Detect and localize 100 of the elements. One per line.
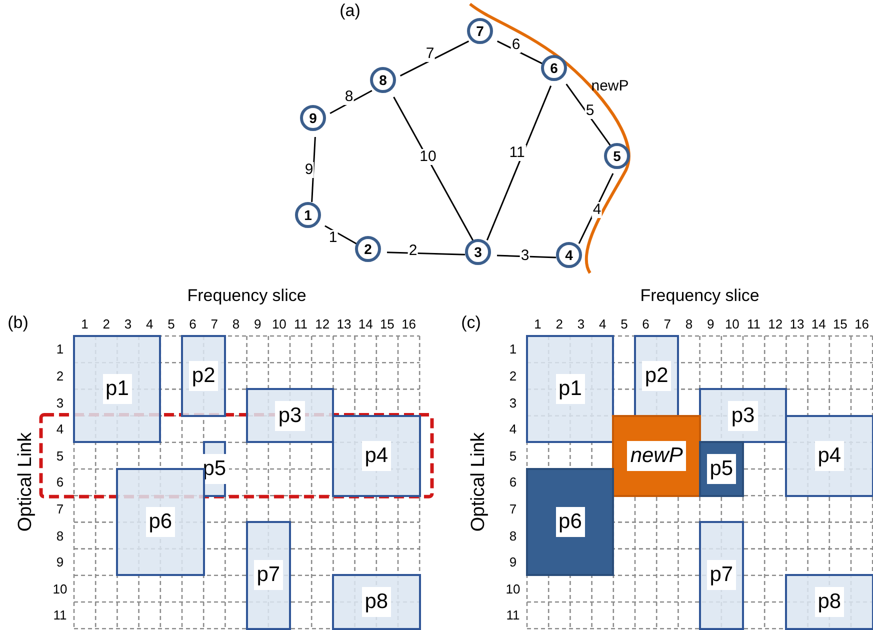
network-node: 6 <box>541 55 567 81</box>
column-number: 3 <box>577 316 585 332</box>
new-path-block <box>612 414 701 497</box>
column-number: 6 <box>642 316 650 332</box>
edge-label: 10 <box>418 149 438 165</box>
block-label: newP <box>627 440 686 471</box>
link-line <box>393 96 474 242</box>
block-label: p5 <box>706 454 736 484</box>
link-line <box>566 84 612 146</box>
block-label: p8 <box>362 586 392 617</box>
column-number: 11 <box>294 316 308 332</box>
block-label: p2 <box>188 360 218 391</box>
block-label: p3 <box>275 400 305 431</box>
block-label: p2 <box>642 360 672 391</box>
column-number: 9 <box>706 316 714 332</box>
allocated-block <box>526 468 614 576</box>
column-number: 11 <box>747 316 761 332</box>
link-line <box>311 136 316 202</box>
column-number: 10 <box>272 316 286 332</box>
column-number: 5 <box>168 316 175 332</box>
block-label: p4 <box>814 440 844 471</box>
allocated-block <box>116 468 205 576</box>
column-number: 12 <box>315 316 330 332</box>
edge-label: 8 <box>344 89 354 105</box>
column-number: 14 <box>811 316 826 332</box>
block-label: p4 <box>362 440 392 471</box>
column-number: 13 <box>336 316 352 332</box>
row-number: 10 <box>506 581 520 596</box>
axis-title: Optical Link <box>468 432 490 532</box>
allocated-block <box>246 521 291 630</box>
network-node: 8 <box>370 67 396 93</box>
edge-label: 6 <box>510 37 522 53</box>
block-label: p6 <box>146 507 176 538</box>
allocated-block <box>785 414 873 497</box>
column-number: 16 <box>854 316 870 332</box>
link-line <box>496 254 556 258</box>
column-number: 10 <box>724 316 740 332</box>
panel-label: (a) <box>340 1 360 21</box>
row-number: 5 <box>56 448 64 464</box>
row-number: 9 <box>509 554 517 570</box>
allocated-block <box>698 521 744 630</box>
allocated-block <box>332 574 421 630</box>
row-number: 4 <box>509 422 517 437</box>
network-node: 3 <box>465 239 491 265</box>
row-number: 2 <box>509 368 517 384</box>
network-node: 9 <box>300 105 326 131</box>
row-number: 11 <box>506 608 520 623</box>
path-label: newP <box>591 78 629 94</box>
allocated-block <box>202 441 226 497</box>
link-line <box>386 252 466 256</box>
allocated-block <box>332 414 421 497</box>
allocated-block <box>634 335 680 417</box>
network-node: 4 <box>556 242 582 268</box>
link-line <box>400 40 470 76</box>
row-number: 8 <box>509 528 517 543</box>
row-number: 2 <box>56 368 64 384</box>
block-label: p3 <box>728 400 758 431</box>
block-label: p1 <box>102 374 132 404</box>
allocated-block <box>698 441 744 497</box>
column-number: 7 <box>664 316 671 332</box>
edge-label: 9 <box>304 162 314 178</box>
allocated-block <box>181 335 226 417</box>
edge-label: 5 <box>584 103 596 119</box>
column-number: 4 <box>146 316 154 332</box>
link-line <box>324 225 358 245</box>
link-line <box>486 86 552 240</box>
axis-title: Frequency slice <box>640 286 760 306</box>
row-number: 1 <box>56 342 64 357</box>
row-number: 3 <box>509 395 517 410</box>
block-label: p1 <box>556 374 585 404</box>
row-number: 7 <box>509 501 517 516</box>
column-number: 2 <box>556 316 563 332</box>
row-number: 1 <box>509 342 517 357</box>
allocated-block <box>785 574 873 630</box>
edge-label: 4 <box>592 202 602 218</box>
column-number: 4 <box>598 316 606 332</box>
column-number: 5 <box>620 316 628 332</box>
column-number: 13 <box>790 316 804 332</box>
row-number: 7 <box>56 501 64 516</box>
row-number: 5 <box>509 448 517 464</box>
block-label: p6 <box>556 507 585 538</box>
axis-title: Frequency slice <box>187 286 306 306</box>
panel-label: (c) <box>461 313 481 333</box>
row-number: 11 <box>53 608 67 623</box>
allocated-block <box>246 388 334 444</box>
allocated-block <box>73 335 162 444</box>
column-number: 3 <box>124 316 132 332</box>
allocated-block <box>698 388 788 444</box>
column-number: 15 <box>832 316 848 332</box>
network-node: 1 <box>295 202 321 228</box>
column-number: 1 <box>534 316 542 332</box>
network-node: 5 <box>604 143 630 169</box>
column-number: 8 <box>685 316 693 332</box>
column-number: 14 <box>358 316 373 332</box>
column-number: 7 <box>210 316 218 332</box>
block-label: p7 <box>706 560 736 590</box>
edge-label: 11 <box>508 145 526 161</box>
column-number: 8 <box>232 316 240 332</box>
link-line <box>330 90 372 114</box>
row-number: 6 <box>56 474 64 490</box>
